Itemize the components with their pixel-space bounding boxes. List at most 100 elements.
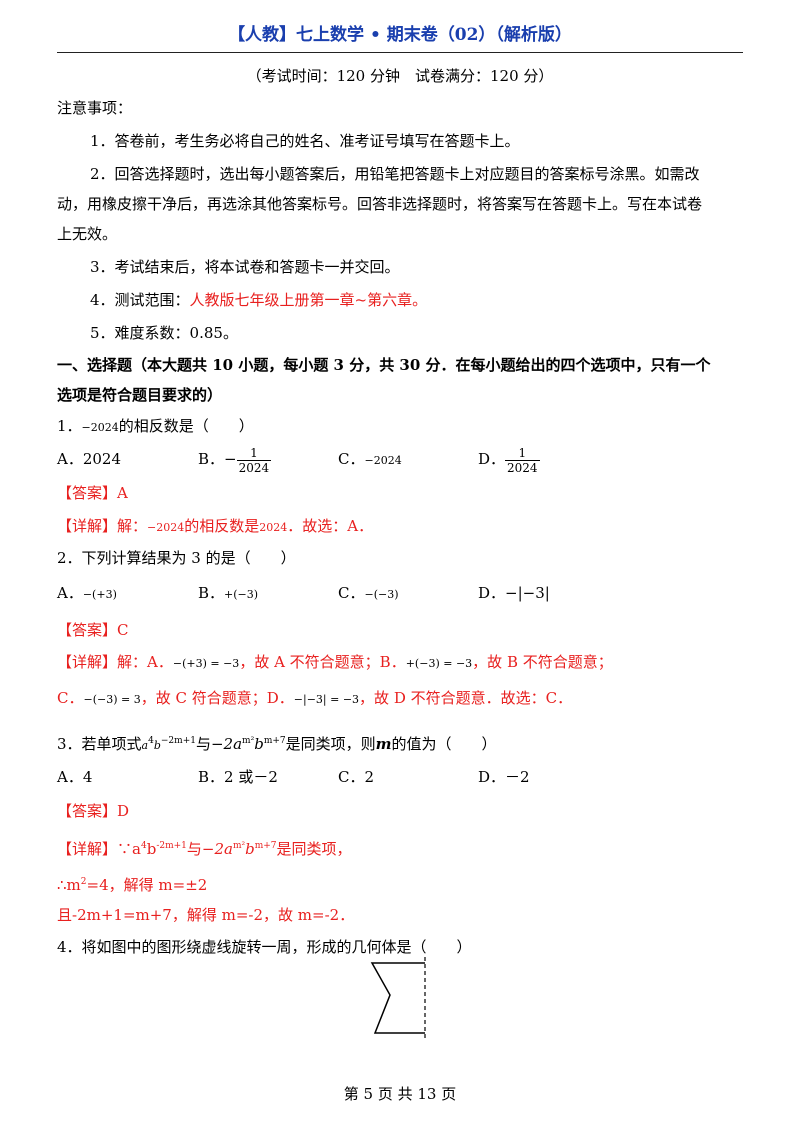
- q2-option-c-value: −(−3): [364, 588, 399, 601]
- q3-option-c-value: 2: [364, 768, 375, 786]
- q2-option-d-label: D．: [478, 584, 506, 602]
- q2-option-a-value: −(+3): [82, 588, 117, 601]
- q4-rotation-figure: [370, 957, 426, 1041]
- q3-detail1-part-d: −2a: [201, 840, 233, 858]
- q2-answer-label: 【答案】: [57, 621, 118, 639]
- q1-option-d-numerator: 1: [518, 445, 527, 460]
- q2-detail1-part-c: ，故 A 不符合题意；B．: [239, 653, 406, 671]
- q1-number: 1．: [57, 417, 82, 435]
- q3-detail-line-2: ∴m2=4，解得 m=±2: [57, 872, 207, 895]
- q3-answer-label: 【答案】: [57, 802, 118, 820]
- q2-detail1-part-b: −(+3) = −3: [172, 657, 240, 670]
- exam-info: （考试时间：120 分钟 试卷满分：120 分）: [246, 67, 554, 85]
- page-header-title: 【人教】七上数学 • 期末卷（02）（解析版）: [228, 25, 572, 45]
- q2-detail-line-2: C．−(−3) = 3，故 C 符合题意；D．−|−3| = −3，故 D 不符…: [57, 688, 572, 710]
- q3-stem-part-d: 与: [195, 735, 211, 753]
- q1-option-b-numerator: 1: [250, 445, 258, 460]
- q3-stem-var-f: b: [254, 735, 264, 753]
- q1-option-c-label: C．: [338, 450, 365, 468]
- q3-stem-part-g: 是同类项，则: [285, 735, 376, 753]
- q2-option-c: C．−(−3): [338, 583, 399, 605]
- q1-option-c: C．−2024: [338, 449, 402, 471]
- note-3: 3．考试结束后，将本试卷和答题卡一并交回。: [90, 258, 400, 276]
- q1-stem-text: 的相反数是（ ）: [118, 417, 254, 435]
- q3-option-d-value: －2: [505, 768, 530, 786]
- q3-stem-var-m: m: [375, 735, 392, 753]
- q4-figure-outline: [370, 962, 425, 1034]
- q1-detail-part-d: 2024: [259, 521, 288, 534]
- q3-stem-exp-e: m²: [242, 736, 255, 746]
- q2-detail-label: 【详解】: [57, 653, 118, 671]
- q3-stem-var-e: −2a: [210, 735, 243, 753]
- q3-detail-label: 【详解】: [57, 840, 118, 858]
- note-2-line-3: 上无效。: [57, 225, 118, 243]
- note-5: 5．难度系数：0.85。: [90, 324, 238, 342]
- q3-detail1-exp-a: 4: [140, 841, 147, 851]
- q3-detail1-part-e: b: [245, 840, 255, 858]
- q2-detail2-part-e: ，故 D 不符合题意．故选：C．: [359, 689, 573, 707]
- q2-detail2-part-a: C．: [57, 689, 84, 707]
- section-1-heading-line-1: 一、选择题（本大题共 10 小题，每小题 3 分，共 30 分．在每小题给出的四…: [57, 356, 711, 374]
- header-divider: [57, 52, 743, 53]
- note-1: 1．答卷前，考生务必将自己的姓名、准考证号填写在答题卡上。: [90, 132, 520, 150]
- q2-detail2-part-d: −|−3| = −3: [293, 693, 360, 706]
- note-4-range: 人教版七年级上册第一章~第六章。: [189, 291, 428, 309]
- q1-detail-part-c: 的相反数是: [184, 517, 260, 535]
- q2-detail2-part-b: −(−3) = 3: [83, 693, 141, 706]
- q2-detail1-part-d: +(−3) = −3: [405, 657, 473, 670]
- q3-detail1-exp-e: m+7: [254, 841, 277, 851]
- q3-answer: 【答案】D: [57, 801, 129, 821]
- q2-option-a: A．−(+3): [57, 583, 117, 605]
- page-footer: 第 5 页 共 13 页: [343, 1085, 457, 1103]
- q2-option-d: D．−|−3|: [478, 583, 550, 603]
- q3-option-a-value: 4: [82, 768, 93, 786]
- q3-detail-line-1: 【详解】∵a4b-2m+1与−2am²bm+7是同类项，: [57, 836, 352, 859]
- q1-option-d-label: D．: [478, 450, 506, 468]
- q3-stem: 3．若单项式a4b−2m+1与−2am²bm+7是同类项，则m的值为（ ）: [57, 731, 497, 756]
- q3-stem-var-b: b: [153, 739, 161, 752]
- q2-option-b-value: +(−3): [224, 588, 259, 601]
- q1-option-c-value: −2024: [364, 454, 402, 467]
- notes-title: 注意事项：: [57, 99, 133, 117]
- q2-option-a-label: A．: [57, 584, 83, 602]
- q1-option-a: A．2024: [57, 449, 121, 469]
- q1-option-a-label: A．: [57, 450, 83, 468]
- q3-stem-part-a: 3．若单项式: [57, 735, 142, 753]
- q2-option-d-value: −|−3|: [505, 584, 550, 602]
- note-2-line-1: 2．回答选择题时，选出每小题答案后，用铅笔把答题卡上对应题目的答案标号涂黑。如需…: [90, 165, 700, 183]
- q3-detail1-exp-b: -2m+1: [156, 841, 187, 851]
- q1-option-b-sign: −: [224, 450, 237, 468]
- q1-stem: 1．−2024的相反数是（ ）: [57, 416, 254, 438]
- q3-option-a: A．4: [57, 767, 92, 787]
- q1-detail-part-e: ．故选：A．: [287, 517, 374, 535]
- q3-detail2-part-b: =4，解得 m=±2: [86, 876, 208, 894]
- q2-detail-line-1: 【详解】解：A．−(+3) = −3，故 A 不符合题意；B．+(−3) = −…: [57, 652, 613, 674]
- q3-detail1-part-b: b: [146, 840, 157, 858]
- q2-detail1-part-e: ，故 B 不符合题意；: [472, 653, 613, 671]
- q2-detail2-part-c: ，故 C 符合题意；D．: [140, 689, 294, 707]
- q2-answer-value: C: [117, 621, 129, 639]
- q1-expression: −2024: [81, 421, 119, 434]
- q2-answer: 【答案】C: [57, 620, 129, 640]
- q3-option-b-value: 2 或－2: [224, 768, 278, 786]
- q3-stem-exp-f: m+7: [263, 736, 286, 746]
- q1-detail-part-b: −2024: [147, 521, 185, 534]
- q2-option-b-label: B．: [198, 584, 225, 602]
- q2-detail1-part-a: 解：A．: [117, 653, 173, 671]
- q3-option-d: D．－2: [478, 767, 530, 787]
- note-4-label: 4．测试范围：: [90, 291, 190, 309]
- q3-option-b: B．2 或－2: [198, 767, 278, 787]
- q3-stem-var-a: a: [141, 739, 149, 752]
- q3-detail1-part-a: ∵a: [117, 840, 141, 858]
- q1-answer-value: A: [117, 484, 128, 502]
- q3-detail1-exp-d: m²: [232, 841, 246, 851]
- q3-detail1-part-c: 与: [186, 840, 202, 858]
- q3-option-b-label: B．: [198, 768, 225, 786]
- q1-option-b-denominator: 2024: [236, 459, 272, 475]
- q1-detail: 【详解】解：−2024的相反数是2024．故选：A．: [57, 516, 373, 538]
- q3-stem-exp-a: 4: [148, 736, 154, 746]
